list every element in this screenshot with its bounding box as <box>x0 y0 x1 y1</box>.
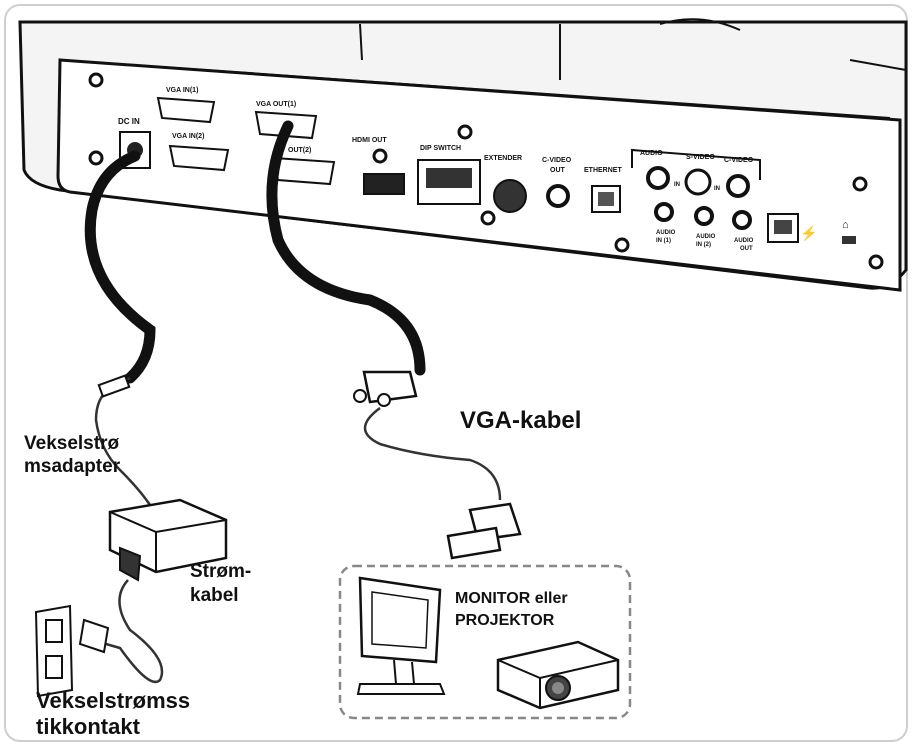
ac-adapter-label-line2: msadapter <box>24 456 121 477</box>
audio-label: AUDIO <box>640 150 663 157</box>
vga-in-2-label: VGA IN(2) <box>172 133 204 140</box>
port-usb: ⚡ <box>767 213 817 243</box>
hdmi-out-label: HDMI OUT <box>352 137 387 144</box>
dip-switch-label: DIP SWITCH <box>420 145 461 152</box>
vga-out-2-label: OUT(2) <box>288 147 311 154</box>
ac-adapter-label: Vekselstrø msadapter <box>24 432 120 478</box>
port-c-video-out: C-VIDEO OUT <box>542 157 572 208</box>
c-video-label: C-VIDEO <box>724 157 754 164</box>
wall-outlet-label-line1: Vekselstrømss <box>36 688 191 713</box>
port-group-av: AUDIO S-VIDEO C-VIDEO IN IN <box>631 148 761 198</box>
s-video-label: S-VIDEO <box>686 154 715 161</box>
wall-outlet-label-line2: tikkontakt <box>36 714 140 739</box>
ac-adapter <box>108 498 228 582</box>
vga-out-1-label: VGA OUT(1) <box>256 101 296 108</box>
monitor-projector-label: MONITOR eller PROJEKTOR <box>455 588 568 632</box>
power-cord <box>78 579 164 683</box>
wall-outlet <box>34 604 74 698</box>
usb-icon: ⚡ <box>800 225 817 242</box>
port-audio-in-2: AUDIO IN (2) <box>694 206 716 248</box>
ethernet-label: ETHERNET <box>584 167 622 174</box>
extender-label: EXTENDER <box>484 155 522 162</box>
lock-icon: ⌂ <box>842 219 849 231</box>
audio-in-1-label-a: AUDIO <box>656 230 676 236</box>
wall-outlet-label: Vekselstrømss tikkontakt <box>36 688 190 740</box>
monitor-label-line2: PROJEKTOR <box>455 612 555 629</box>
audio-in-2-label-b: IN (2) <box>696 242 711 248</box>
port-vga-in-1: VGA IN(1) <box>156 87 216 124</box>
port-audio-out: AUDIO OUT <box>732 210 754 252</box>
audio-out-label-a: AUDIO <box>734 238 754 244</box>
audio-out-label-b: OUT <box>740 246 753 252</box>
projector-icon <box>496 640 620 710</box>
audio-in-2-label-a: AUDIO <box>696 234 716 240</box>
vga-in-1-label: VGA IN(1) <box>166 87 198 94</box>
ac-adapter-label-line1: Vekselstrø <box>24 433 120 454</box>
vga-cable <box>266 120 522 560</box>
port-hdmi-out: HDMI OUT <box>352 137 405 195</box>
port-vga-in-2: VGA IN(2) <box>168 133 230 172</box>
power-cord-label: Strøm- kabel <box>190 560 251 608</box>
device-body <box>18 18 908 292</box>
power-cord-label-line2: kabel <box>190 585 239 606</box>
c-video-out-label-1: C-VIDEO <box>542 157 572 164</box>
port-audio-in-1: AUDIO IN (1) <box>654 202 676 244</box>
port-ethernet: ETHERNET <box>584 167 622 213</box>
vga-cable-label: VGA-kabel <box>460 407 582 434</box>
port-extender: EXTENDER <box>484 155 527 213</box>
c-video-out-label-2: OUT <box>550 167 566 174</box>
in-label-1: IN <box>674 182 680 188</box>
in-label-2: IN <box>714 186 720 192</box>
port-dip-switch: DIP SWITCH <box>417 145 481 205</box>
power-cable <box>84 150 156 506</box>
lock-slot: ⌂ <box>842 219 856 244</box>
power-cord-label-line1: Strøm- <box>190 561 252 582</box>
monitor-icon <box>356 576 446 695</box>
monitor-label-line1: MONITOR eller <box>455 590 568 607</box>
audio-in-1-label-b: IN (1) <box>656 238 671 244</box>
dc-in-label: DC IN <box>118 117 140 126</box>
monitor-projector-box <box>338 564 632 720</box>
